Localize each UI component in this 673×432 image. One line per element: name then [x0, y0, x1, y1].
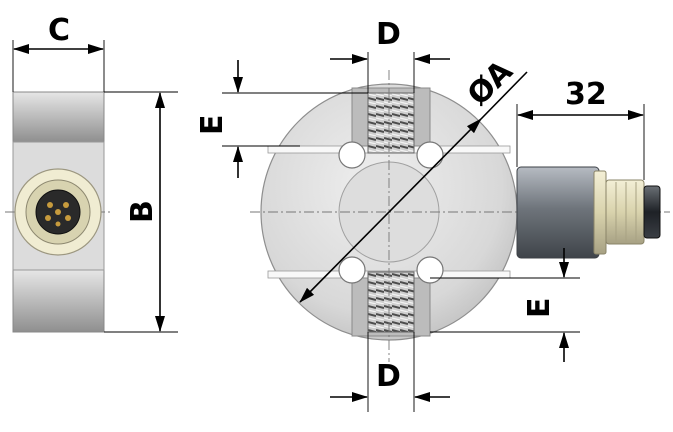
dimension-b: B [104, 91, 178, 333]
connector-ring [593, 170, 607, 255]
hole-bottom-left [338, 256, 366, 284]
label-b: B [125, 200, 160, 223]
connector [516, 166, 661, 259]
dimension-c: C [12, 13, 105, 92]
side-cap-bottom [12, 269, 105, 333]
dimension-d-top: D [330, 17, 450, 93]
side-cap-top [12, 91, 105, 143]
dimension-phi-a-line [299, 118, 482, 303]
connector-nut [605, 179, 645, 245]
thread-top [367, 92, 415, 154]
label-e-right: E [522, 298, 557, 319]
hole-top-left [338, 141, 366, 169]
hole-bottom-right [416, 256, 444, 284]
connector-tip [643, 185, 661, 239]
dimension-32: 32 [516, 77, 645, 180]
label-d-top: D [376, 17, 401, 52]
connector-face-icon [14, 168, 102, 256]
side-view [5, 91, 112, 333]
label-phi-a: ØA [461, 53, 520, 112]
label-c: C [48, 13, 70, 48]
label-d-bottom: D [376, 359, 401, 394]
thread-bottom [367, 271, 415, 333]
dimension-e-left: E [195, 60, 368, 178]
label-e-left: E [195, 115, 230, 136]
hole-top-right [416, 141, 444, 169]
connector-body [516, 166, 600, 259]
label-32: 32 [565, 77, 607, 112]
dimension-phi-a-leader [480, 71, 528, 120]
dimension-d-bottom: D [330, 332, 450, 412]
